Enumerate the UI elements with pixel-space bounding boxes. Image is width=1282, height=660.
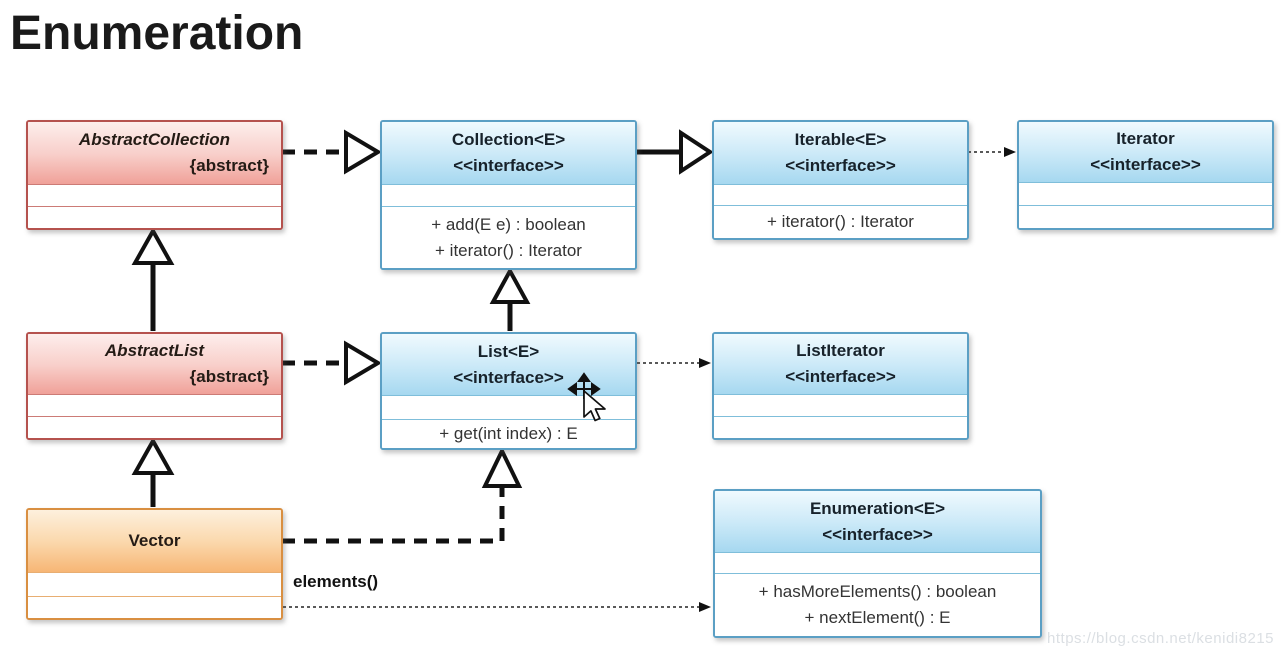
class-box-collection: Collection<E> <<interface>> + add(E e) :… bbox=[380, 120, 637, 270]
dependency-vector-to-enumeration bbox=[283, 602, 711, 612]
generalization-vector-to-abstractlist bbox=[131, 436, 175, 507]
realization-abstractlist-to-list bbox=[282, 340, 382, 386]
attributes-compartment bbox=[28, 184, 281, 206]
class-box-vector: Vector bbox=[26, 508, 283, 620]
generalization-list-to-collection bbox=[489, 266, 531, 331]
class-name: Enumeration<E> bbox=[809, 498, 946, 518]
page-title: Enumeration bbox=[10, 7, 304, 60]
class-header: AbstractList {abstract} bbox=[28, 334, 281, 394]
attributes-compartment bbox=[1019, 182, 1272, 205]
class-name: Iterator bbox=[1116, 129, 1175, 148]
realization-vector-to-list bbox=[282, 446, 523, 544]
method-add: + add(E e) : boolean bbox=[431, 214, 586, 234]
class-name: ListIterator bbox=[796, 341, 885, 360]
attributes-compartment bbox=[28, 394, 281, 416]
watermark-url: https://blog.csdn.net/kenidi8215 bbox=[1047, 630, 1274, 647]
class-name: AbstractList bbox=[104, 341, 205, 360]
class-stereotype: <<interface>> bbox=[785, 156, 896, 175]
pointer-arrow bbox=[583, 390, 606, 422]
class-stereotype: <<interface>> bbox=[1090, 155, 1201, 174]
methods-compartment bbox=[28, 596, 281, 618]
class-box-list-iterator: ListIterator <<interface>> bbox=[712, 332, 969, 440]
class-name: Iterable<E> bbox=[794, 130, 887, 149]
class-header: Iterator <<interface>> bbox=[1019, 122, 1272, 182]
methods-compartment bbox=[28, 416, 281, 438]
class-header: AbstractCollection {abstract} bbox=[28, 122, 281, 184]
class-name: Vector bbox=[128, 531, 181, 550]
class-box-abstract-list: AbstractList {abstract} bbox=[26, 332, 283, 440]
attributes-compartment bbox=[715, 552, 1040, 573]
methods-compartment: + hasMoreElements() : boolean + nextElem… bbox=[715, 573, 1040, 636]
class-stereotype: <<interface>> bbox=[453, 156, 564, 175]
class-header: Collection<E> <<interface>> bbox=[382, 122, 635, 184]
class-name: Collection<E> bbox=[451, 130, 566, 149]
class-stereotype: <<interface>> bbox=[822, 524, 933, 544]
edge-label-elements: elements() bbox=[293, 572, 379, 591]
methods-compartment bbox=[714, 416, 967, 438]
class-header: Enumeration<E> <<interface>> bbox=[715, 491, 1040, 552]
class-name: List<E> bbox=[477, 341, 540, 361]
class-box-enumeration: Enumeration<E> <<interface>> + hasMoreEl… bbox=[713, 489, 1042, 638]
dependency-iterable-to-iterator bbox=[968, 147, 1016, 157]
methods-compartment bbox=[1019, 205, 1272, 228]
method-iterator: + iterator() : Iterator bbox=[435, 240, 582, 260]
methods-compartment bbox=[28, 206, 281, 228]
class-stereotype: <<interface>> bbox=[453, 367, 564, 387]
class-box-abstract-collection: AbstractCollection {abstract} bbox=[26, 120, 283, 230]
methods-compartment: + iterator() : Iterator bbox=[714, 205, 967, 238]
class-stereotype: <<interface>> bbox=[785, 367, 896, 386]
method-nextelement: + nextElement() : E bbox=[804, 608, 951, 627]
method-iterator: + iterator() : Iterator bbox=[767, 212, 914, 231]
methods-compartment: + get(int index) : E bbox=[382, 419, 635, 448]
attributes-compartment bbox=[714, 394, 967, 416]
class-header: ListIterator <<interface>> bbox=[714, 334, 967, 394]
method-get: + get(int index) : E bbox=[439, 424, 578, 443]
class-header: Iterable<E> <<interface>> bbox=[714, 122, 967, 184]
generalization-abstractlist-to-abstractcollection bbox=[131, 226, 175, 331]
realization-abstractcollection-to-collection bbox=[282, 129, 382, 175]
class-box-iterator: Iterator <<interface>> bbox=[1017, 120, 1274, 230]
attributes-compartment bbox=[714, 184, 967, 205]
class-header: List<E> <<interface>> bbox=[382, 334, 635, 395]
attributes-compartment bbox=[28, 572, 281, 596]
dependency-list-to-listiterator bbox=[637, 358, 711, 368]
class-stereotype: {abstract} bbox=[189, 156, 269, 175]
method-hasmoreelements: + hasMoreElements() : boolean bbox=[758, 582, 997, 601]
class-header: Vector bbox=[28, 510, 281, 572]
generalization-collection-to-iterable bbox=[636, 129, 714, 175]
class-stereotype: {abstract} bbox=[189, 367, 269, 386]
methods-compartment: + add(E e) : boolean + iterator() : Iter… bbox=[382, 206, 635, 268]
class-name: AbstractCollection bbox=[78, 130, 231, 149]
class-box-iterable: Iterable<E> <<interface>> + iterator() :… bbox=[712, 120, 969, 240]
attributes-compartment bbox=[382, 184, 635, 206]
